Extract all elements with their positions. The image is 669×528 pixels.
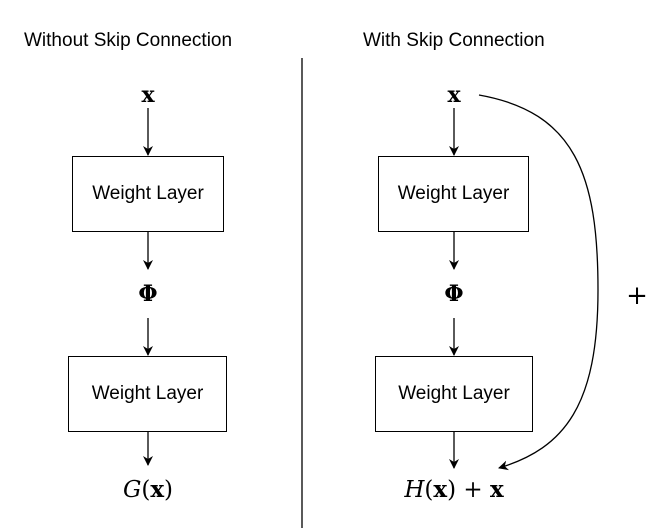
left-weight-layer-1-label: Weight Layer bbox=[92, 183, 204, 204]
right-weight-layer-2: Weight Layer bbox=[375, 356, 533, 432]
right-activation-phi: Φ bbox=[444, 281, 464, 307]
left-output-open-paren: ( bbox=[141, 477, 151, 503]
left-output-func: G bbox=[122, 477, 142, 503]
right-weight-layer-2-label: Weight Layer bbox=[398, 383, 510, 404]
left-input-x: x bbox=[141, 82, 155, 108]
right-output-func: H bbox=[404, 477, 425, 503]
left-weight-layer-2-label: Weight Layer bbox=[91, 383, 204, 404]
right-output-skip-x: x bbox=[489, 476, 504, 503]
right-output-close-paren: ) bbox=[447, 477, 457, 503]
skip-plus-label: + bbox=[626, 281, 648, 311]
left-panel-heading: Without Skip Connection bbox=[24, 30, 233, 51]
left-weight-layer-1: Weight Layer bbox=[72, 156, 224, 232]
left-activation-phi: Φ bbox=[138, 281, 158, 307]
skip-connection-arrow bbox=[478, 94, 599, 471]
left-output-arg: x bbox=[150, 476, 165, 503]
right-panel-heading: With Skip Connection bbox=[363, 30, 545, 51]
right-output-plus: + bbox=[456, 477, 490, 503]
right-input-x: x bbox=[447, 82, 461, 108]
right-weight-layer-1-label: Weight Layer bbox=[397, 183, 510, 204]
right-output-expression: H(x) + x bbox=[384, 476, 524, 503]
left-output-close-paren: ) bbox=[164, 477, 174, 503]
left-output-expression: G(x) bbox=[98, 476, 198, 503]
right-output-open-paren: ( bbox=[424, 477, 434, 503]
right-weight-layer-1: Weight Layer bbox=[378, 156, 529, 232]
left-weight-layer-2: Weight Layer bbox=[68, 356, 227, 432]
right-output-arg: x bbox=[433, 476, 448, 503]
